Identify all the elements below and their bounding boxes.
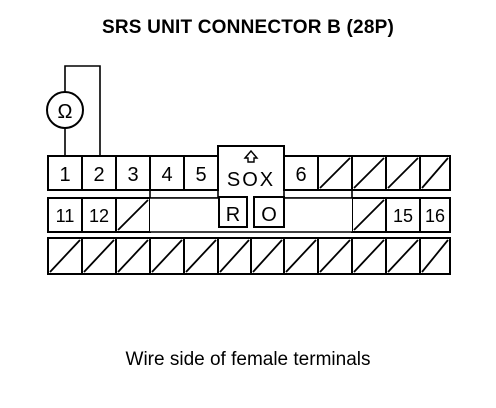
box-r: [218, 196, 248, 228]
pin-12: [81, 197, 117, 233]
ohmmeter-probe: Ω: [46, 65, 101, 156]
diagram-caption: Wire side of female terminals: [125, 349, 371, 370]
ohm-meter-icon: [46, 91, 84, 129]
pin-11: [47, 197, 83, 233]
ohm-symbol: Ω: [58, 101, 73, 123]
pin-4-label: 4: [161, 164, 172, 186]
box-r-label: R: [226, 204, 240, 226]
pin-5: [183, 155, 219, 191]
pin-1: [47, 155, 83, 191]
pin-16-label: 16: [425, 206, 445, 226]
box-o-label: O: [261, 204, 277, 226]
box-o: [253, 196, 285, 228]
up-arrow-icon: [243, 149, 259, 163]
pin-5-label: 5: [195, 164, 206, 186]
pin-11-label: 11: [56, 206, 75, 226]
key-label: SOX: [227, 169, 275, 191]
pin-2-label: 2: [93, 164, 104, 186]
diagram-title: SRS UNIT CONNECTOR B (28P): [102, 17, 394, 38]
pin-6-label: 6: [295, 164, 306, 186]
pin-12-label: 12: [89, 206, 109, 226]
pin-16: [419, 197, 451, 233]
pin-1-label: 1: [59, 164, 70, 186]
connector-body: SOX R O: [47, 145, 451, 275]
pin-15-label: 15: [393, 206, 413, 226]
pin-3-label: 3: [127, 164, 138, 186]
empty-cavity-hatches: [49, 157, 449, 273]
pin-3: [115, 155, 151, 191]
